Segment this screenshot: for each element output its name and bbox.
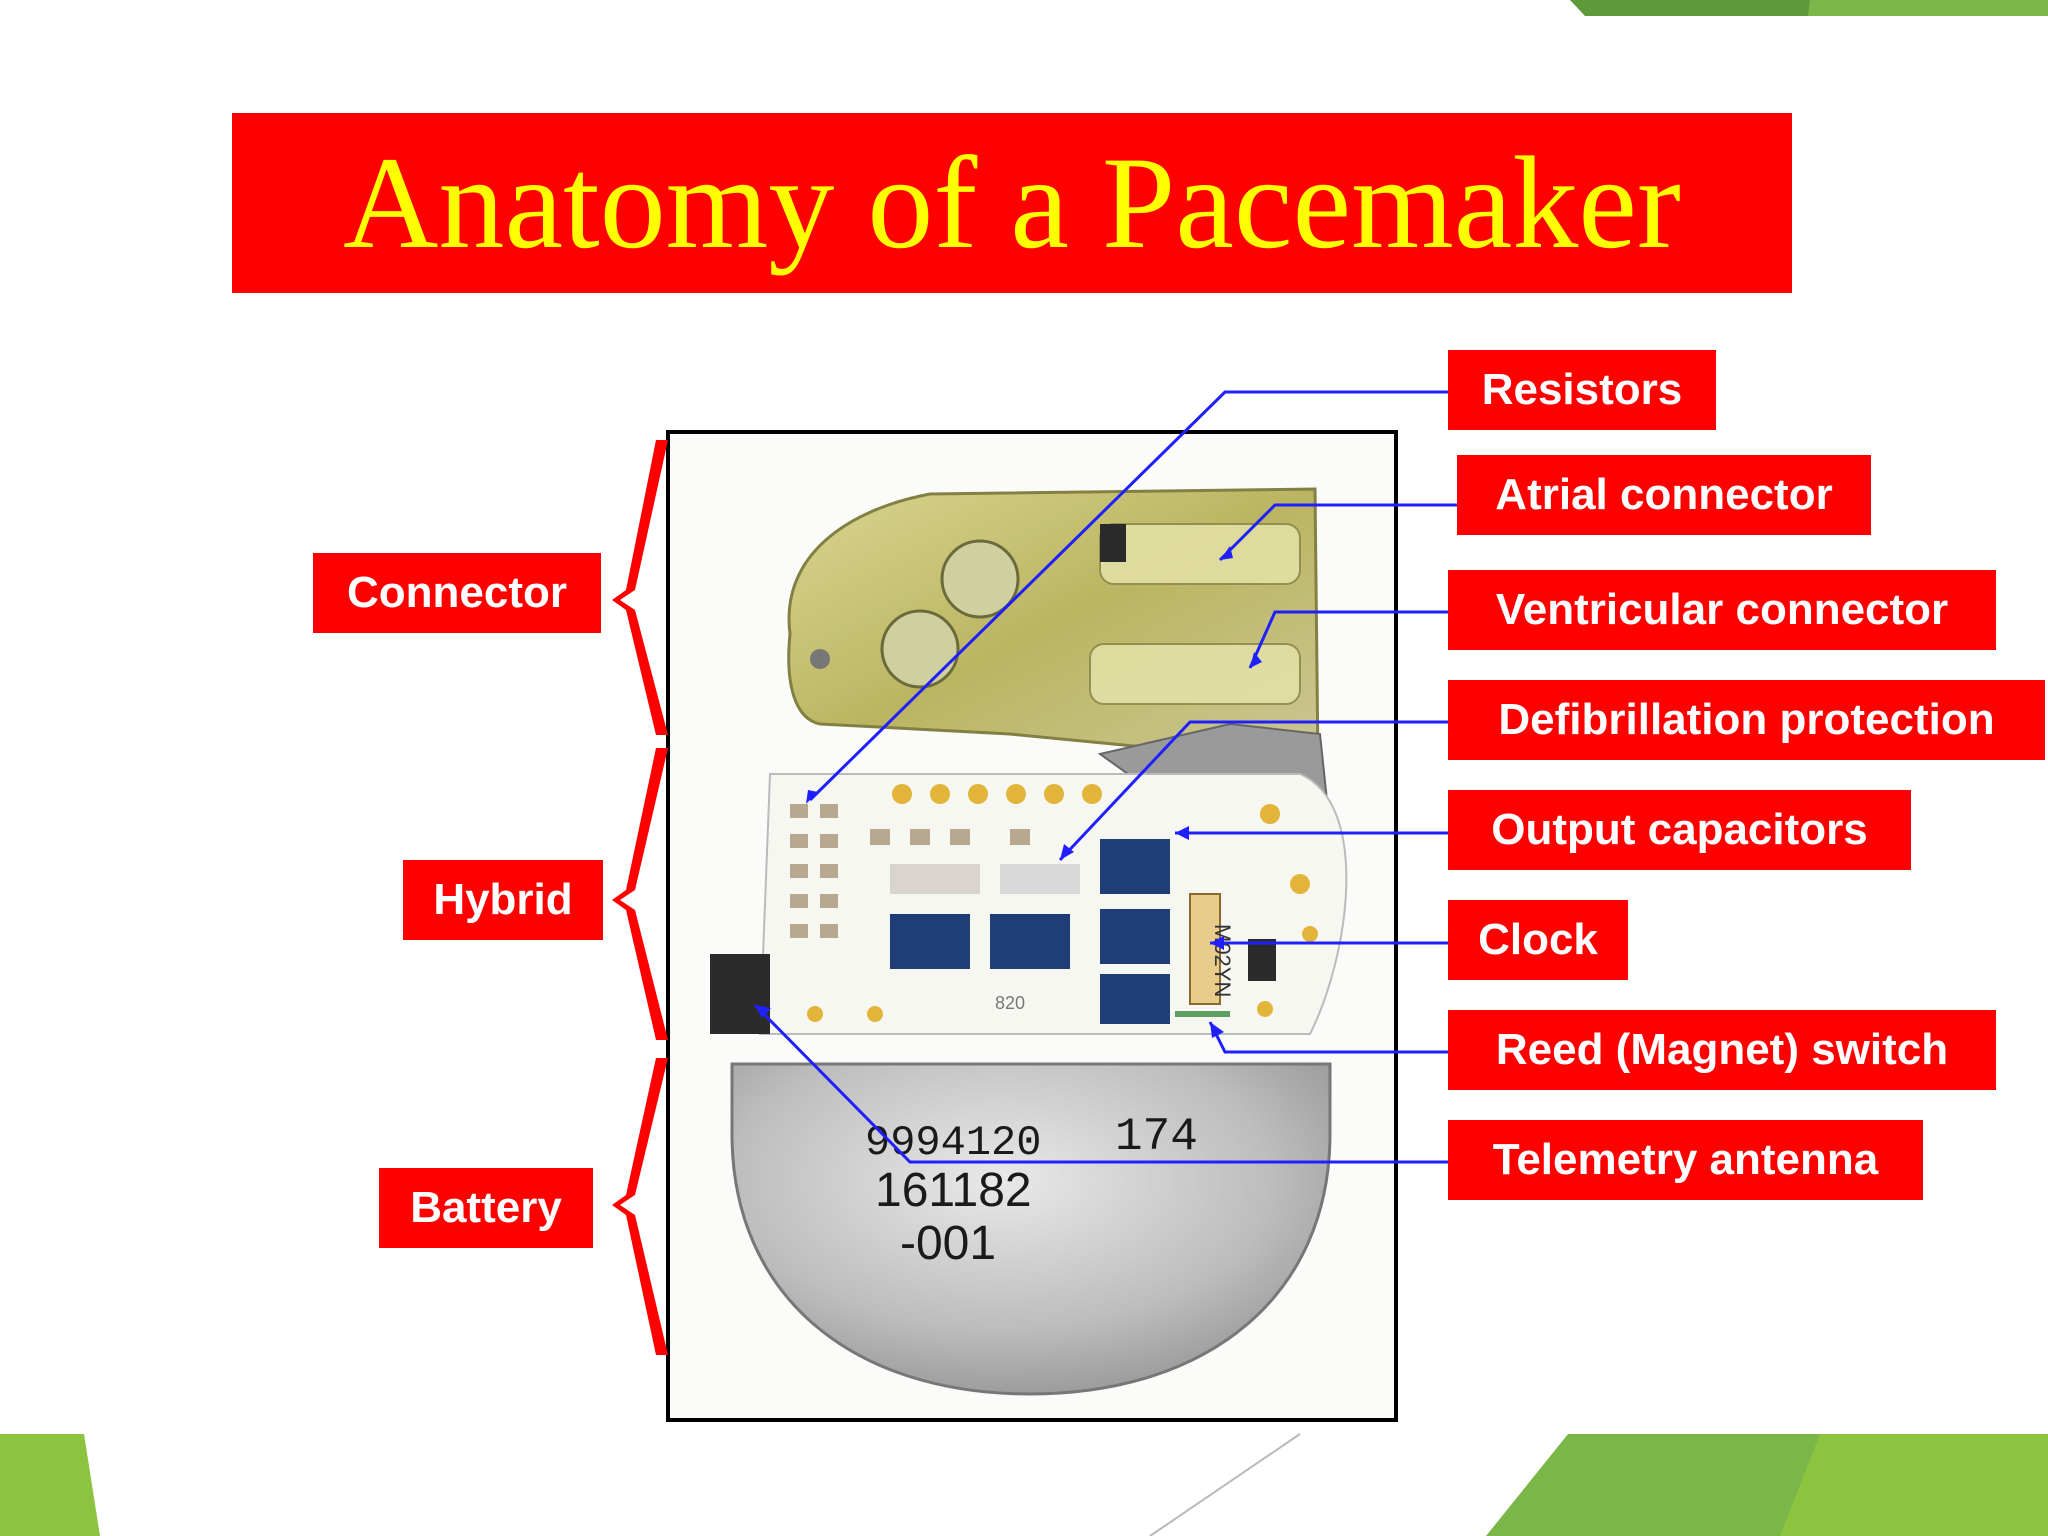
label-battery: Battery xyxy=(379,1168,593,1248)
label-reed-magnet-switch: Reed (Magnet) switch xyxy=(1448,1010,1996,1090)
label-output-capacitors: Output capacitors xyxy=(1448,790,1911,870)
label-hybrid: Hybrid xyxy=(403,860,603,940)
battery-suffix: -001 xyxy=(900,1217,996,1270)
label-connector: Connector xyxy=(313,553,601,633)
battery-model-number: 9994120 xyxy=(865,1119,1041,1167)
board-marking: 820 xyxy=(995,993,1025,1013)
label-clock: Clock xyxy=(1448,900,1628,980)
battery-cell: 9994120 174 161182 -001 xyxy=(730,1062,1332,1396)
label-telemetry-antenna: Telemetry antenna xyxy=(1448,1120,1923,1200)
connector-brace xyxy=(612,440,668,735)
battery-code: 174 xyxy=(1115,1111,1198,1163)
page-title: Anatomy of a Pacemaker xyxy=(343,129,1681,276)
bottom-left-accent xyxy=(0,1434,100,1536)
title-banner: Anatomy of a Pacemaker xyxy=(232,113,1792,293)
label-defibrillation-protection: Defibrillation protection xyxy=(1448,680,2045,760)
pacemaker-photo: M02YN 820 9994120 xyxy=(666,430,1398,1422)
battery-brace xyxy=(612,1058,668,1355)
clock-marking: M02YN xyxy=(1210,924,1235,997)
label-atrial-connector: Atrial connector xyxy=(1457,455,1871,535)
label-resistors: Resistors xyxy=(1448,350,1716,430)
hybrid-circuit: M02YN 820 xyxy=(710,773,1348,1035)
section-braces xyxy=(612,440,668,1355)
battery-serial: 161182 xyxy=(875,1164,1032,1217)
label-ventricular-connector: Ventricular connector xyxy=(1448,570,1996,650)
hybrid-brace xyxy=(612,748,668,1040)
